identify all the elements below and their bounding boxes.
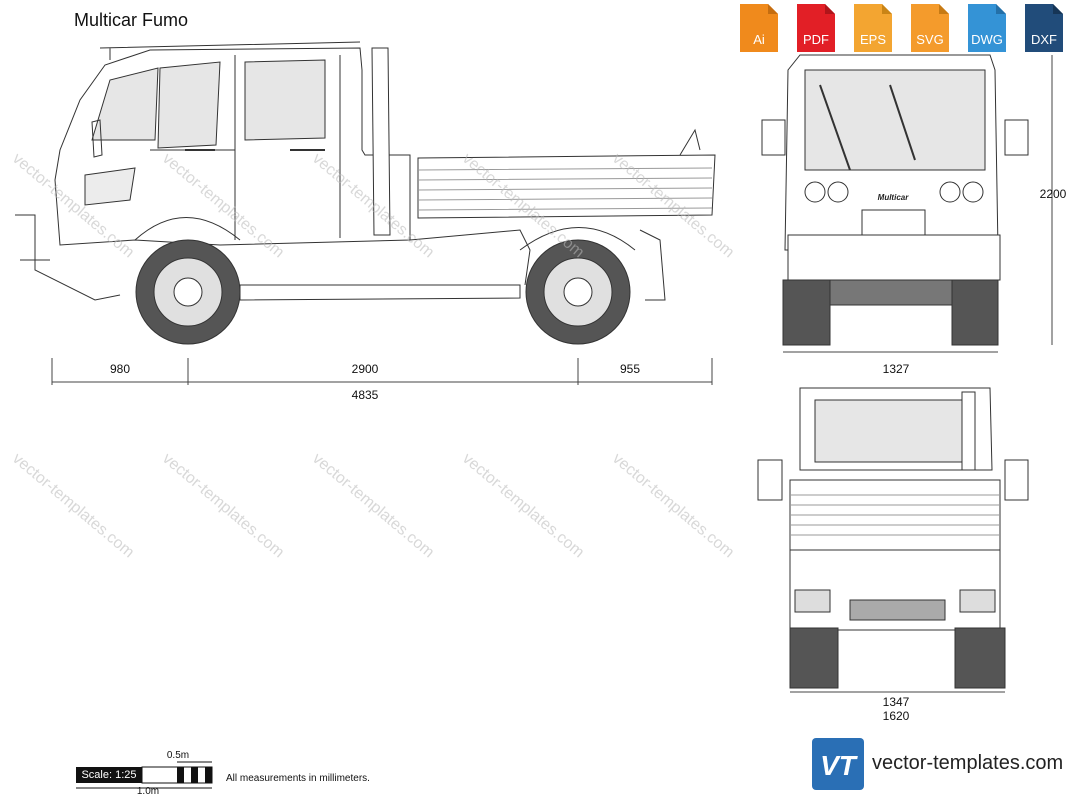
side-view <box>15 41 716 345</box>
dwg-file-icon[interactable]: DWG <box>968 4 1006 52</box>
svg-format-label: SVG <box>916 32 944 47</box>
measurement-note: All measurements in millimeters. <box>226 773 370 784</box>
page-title: Multicar Fumo <box>74 10 189 30</box>
scale-label: Scale: 1:25 <box>76 767 142 783</box>
dxf-file-icon[interactable]: DXF <box>1025 4 1063 52</box>
one-meter-label: 1.0m <box>136 786 160 797</box>
front-overhang-dimension: 980 <box>109 362 131 376</box>
dxf-format-label: DXF <box>1031 32 1057 47</box>
front-view <box>761 54 1029 346</box>
dwg-format-label: DWG <box>971 32 1003 47</box>
eps-format-label: EPS <box>859 32 886 47</box>
wheelbase-dimension: 2900 <box>351 362 379 376</box>
brand-logo-icon[interactable]: VT <box>812 738 864 790</box>
pdf-file-icon[interactable]: PDF <box>797 4 835 52</box>
overall-height-dimension: 2200 <box>1039 187 1067 201</box>
brand-name[interactable]: vector-templates.com <box>872 752 1064 774</box>
ai-format-label: Ai <box>753 32 765 47</box>
ai-file-icon[interactable]: Ai <box>740 4 778 52</box>
rear-view <box>757 387 1029 689</box>
cab-brand-label: Multicar <box>878 193 910 202</box>
dimension-lines <box>51 55 1053 693</box>
overall-length-dimension: 4835 <box>351 388 379 402</box>
svg-file-icon[interactable]: SVG <box>911 4 949 52</box>
eps-file-icon[interactable]: EPS <box>854 4 892 52</box>
rear-track-dimension: 1347 <box>882 695 910 709</box>
overall-width-dimension: 1620 <box>882 709 910 723</box>
rear-overhang-dimension: 955 <box>619 362 641 376</box>
scale-bar <box>76 761 213 789</box>
vt-logo-icon: VT <box>820 750 859 781</box>
logo-text: VT <box>820 750 859 781</box>
half-meter-label: 0.5m <box>166 750 190 761</box>
front-track-dimension: 1327 <box>882 362 910 376</box>
pdf-format-label: PDF <box>803 32 829 47</box>
